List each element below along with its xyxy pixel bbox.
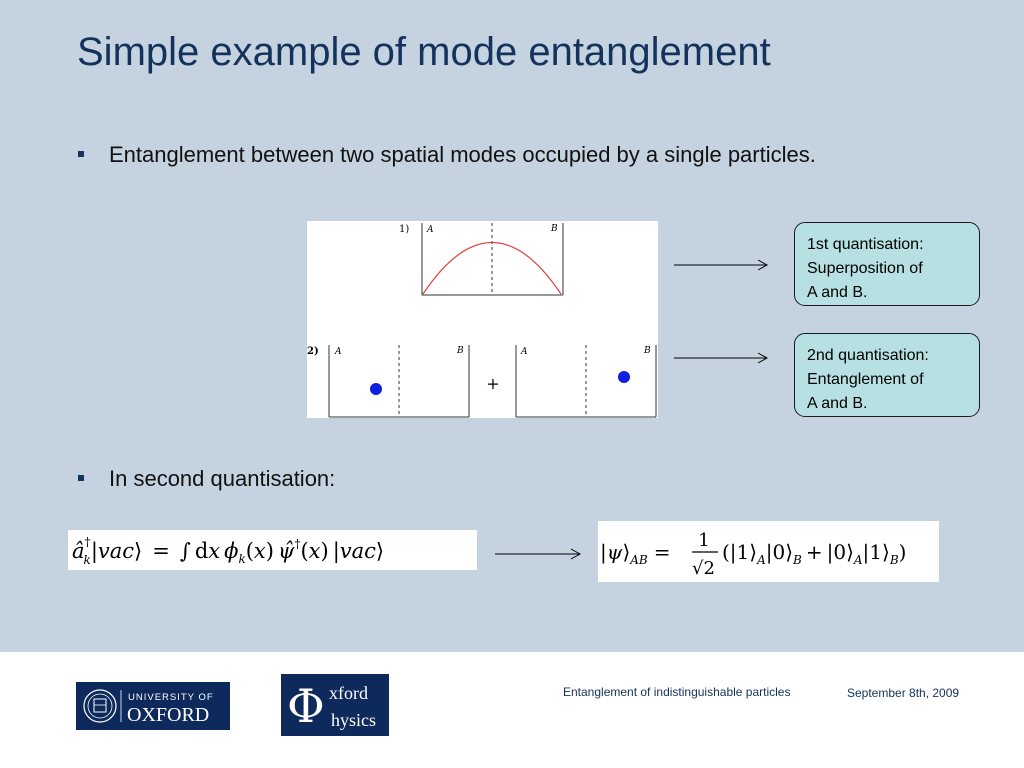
- box-left-label-b: B: [456, 346, 464, 356]
- box-right-label-b: B: [643, 346, 651, 356]
- mode-diagram-svg: 1) A B 2) A B + A B: [307, 223, 657, 418]
- callout-second-quantisation: 2nd quantisation: Entanglement of A and …: [794, 333, 980, 417]
- oxford-logo-line-2: OXFORD: [127, 704, 209, 726]
- panel1-label-a: A: [426, 225, 434, 235]
- callout-line: Superposition of: [807, 260, 923, 277]
- panel2-number: 2): [307, 346, 319, 357]
- mode-diagram: 1) A B 2) A B + A B: [307, 221, 658, 418]
- callout-line: A and B.: [807, 395, 868, 412]
- bullet-marker: [78, 475, 84, 481]
- particle-in-b: [618, 371, 630, 383]
- physics-logo-line-1: xford: [329, 683, 368, 703]
- svg-text:|ψ⟩AB=: |ψ⟩AB=: [600, 540, 671, 567]
- entangled-state-equation: |ψ⟩AB= 1 √2 (|1⟩A|0⟩B+|0⟩A|1⟩B): [598, 521, 939, 582]
- box-right-label-a: A: [520, 347, 528, 357]
- callout-first-quantisation: 1st quantisation: Superposition of A and…: [794, 222, 980, 306]
- oxford-logo-line-1: UNIVERSITY OF: [128, 692, 214, 703]
- wavefunction-curve: [422, 242, 562, 295]
- callout-line: A and B.: [807, 284, 868, 301]
- particle-in-a: [370, 383, 382, 395]
- bullet-marker: [78, 151, 84, 157]
- physics-logo-line-2: hysics: [331, 710, 376, 730]
- arrow-to-entangled-state: [495, 548, 582, 560]
- svg-text:√2: √2: [692, 558, 715, 579]
- footer-date: September 8th, 2009: [847, 686, 960, 700]
- oxford-physics-logo[interactable]: Φ xford hysics: [281, 674, 389, 736]
- svg-text:1: 1: [698, 530, 709, 551]
- bullet-text: Entanglement between two spatial modes o…: [109, 142, 816, 167]
- arrow-to-callout-1: [674, 259, 769, 271]
- footer-presentation-title: Entanglement of indistinguishable partic…: [563, 685, 791, 699]
- phi-icon: Φ xford hysics: [287, 679, 376, 733]
- university-of-oxford-logo[interactable]: UNIVERSITY OF OXFORD: [76, 682, 230, 730]
- arrow-to-callout-2: [674, 352, 769, 364]
- box-left-label-a: A: [334, 347, 342, 357]
- callout-line: Entanglement of: [807, 371, 924, 388]
- callout-line: 1st quantisation:: [807, 236, 924, 253]
- bullet-text: In second quantisation:: [109, 466, 336, 491]
- plus-sign: +: [486, 374, 499, 393]
- callout-line: 2nd quantisation:: [807, 347, 929, 364]
- slide-title: Simple example of mode entanglement: [77, 30, 771, 74]
- panel1-number: 1): [399, 224, 409, 235]
- oxford-crest-icon: UNIVERSITY OF OXFORD: [83, 689, 214, 726]
- svg-text:Φ: Φ: [287, 679, 325, 733]
- svg-text:(|1⟩A|0⟩B+|0⟩A|1⟩B): (|1⟩A|0⟩B+|0⟩A|1⟩B): [722, 540, 906, 567]
- equation-2-svg: |ψ⟩AB= 1 √2 (|1⟩A|0⟩B+|0⟩A|1⟩B): [600, 530, 906, 579]
- panel1-label-b: B: [550, 224, 558, 234]
